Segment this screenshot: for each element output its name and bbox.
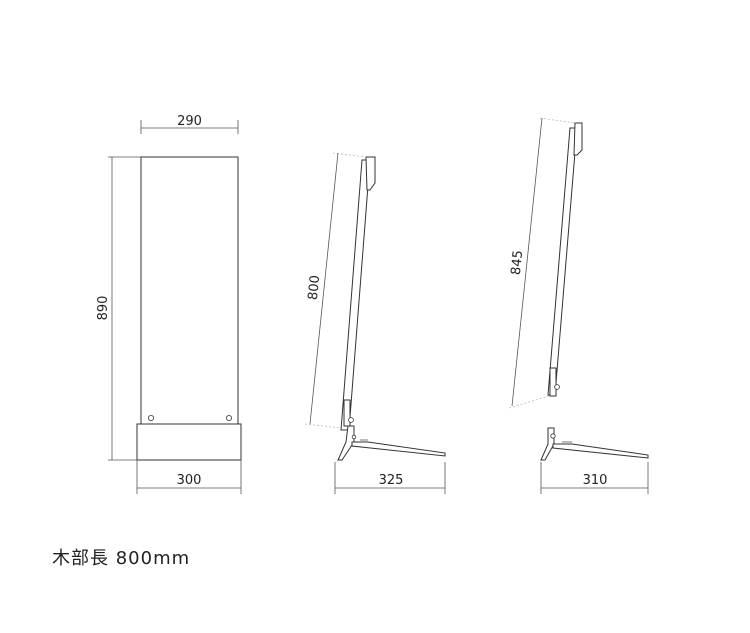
side1-top-cap <box>365 156 376 191</box>
caption: 木部長 800mm <box>52 548 191 569</box>
side2-length-label: 845 <box>509 250 527 276</box>
side2-depth-label: 310 <box>583 473 608 488</box>
side2-base-plate <box>552 443 649 459</box>
front-bottom-width-label: 300 <box>177 473 202 488</box>
side1-depth-dimension: 325 <box>334 462 446 494</box>
side1-length-dimension: 800 <box>304 152 367 429</box>
side1-depth-label: 325 <box>379 473 404 488</box>
side2-bracket-bolt <box>554 384 560 390</box>
side1-base-plate <box>351 441 446 457</box>
side2-foot-bracket <box>540 427 555 461</box>
screw-left <box>147 414 154 421</box>
side1-foot-bolt <box>351 434 357 440</box>
front-bottom-width-dimension: 300 <box>136 460 242 494</box>
side2-length-dimension: 845 <box>509 117 576 409</box>
front-view: 290 890 300 <box>96 114 242 494</box>
side-view-2: 845 310 <box>509 117 649 494</box>
side1-bracket-bolt <box>348 417 354 423</box>
screw-right <box>225 414 232 421</box>
side2-board <box>547 127 578 396</box>
front-height-label: 890 <box>96 296 111 321</box>
front-panel <box>140 156 239 425</box>
side2-bracket <box>549 367 557 397</box>
side2-depth-dimension: 310 <box>540 462 649 494</box>
side1-foot-bracket <box>337 425 355 461</box>
side1-length-label: 800 <box>306 275 324 301</box>
side-view-1: 800 325 <box>304 152 446 494</box>
front-base <box>136 423 242 461</box>
front-height-dimension: 890 <box>96 156 141 461</box>
side1-board <box>340 159 371 431</box>
side2-foot-bolt <box>550 433 556 439</box>
front-top-width-dimension: 290 <box>140 114 239 134</box>
side2-top-cap <box>573 122 583 156</box>
front-top-width-label: 290 <box>177 114 202 129</box>
side1-bracket <box>343 399 351 427</box>
